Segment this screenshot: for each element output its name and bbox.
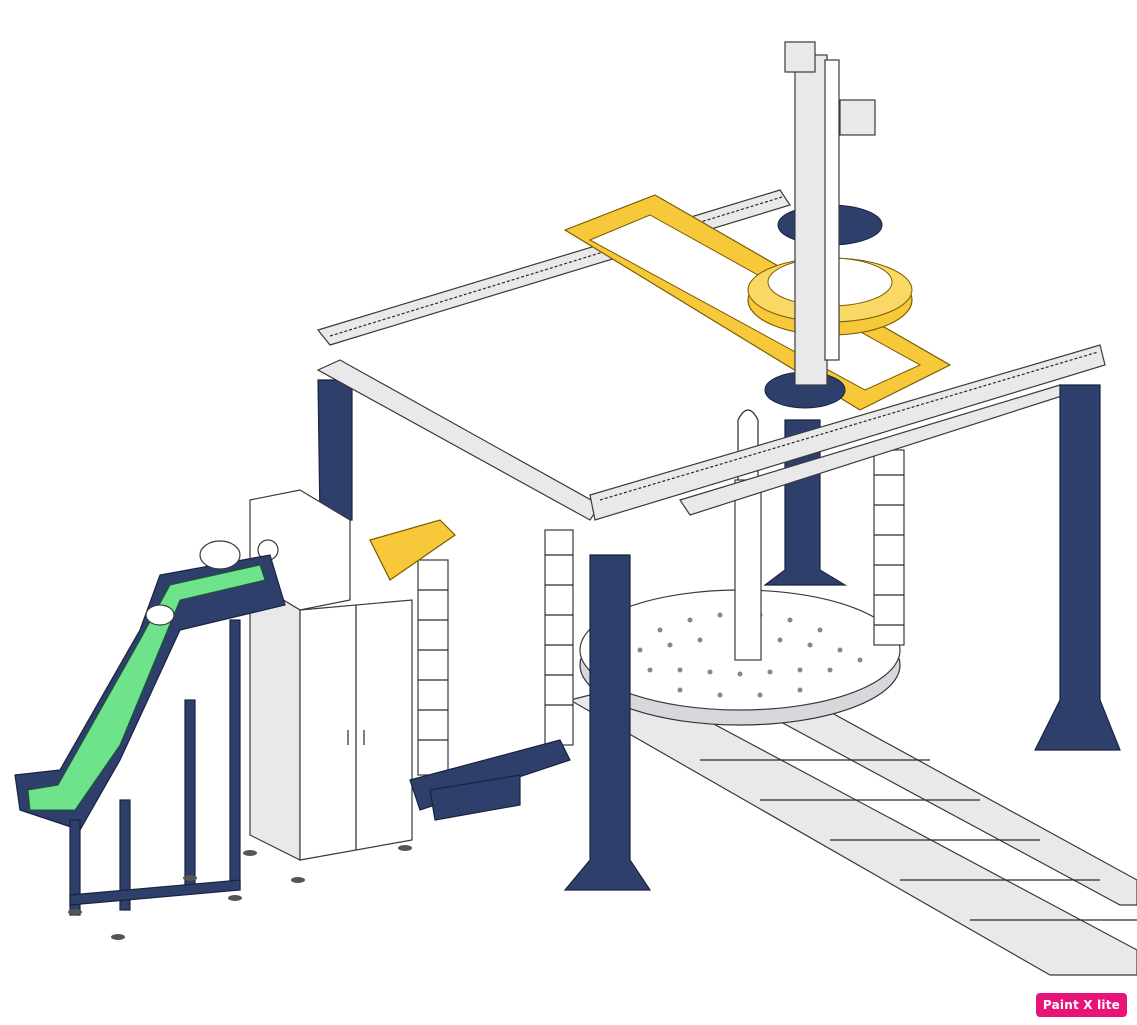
front-posts [563, 384, 1121, 891]
carriage [563, 194, 952, 411]
spiral-rollers [544, 449, 905, 746]
incline-conveyor [14, 540, 286, 916]
watermark-badge: Paint X lite [1035, 993, 1127, 1017]
feet [68, 845, 412, 940]
gantry-frame [316, 344, 1106, 521]
mast [784, 41, 876, 386]
control-cabinet [249, 489, 413, 861]
turntable [579, 409, 901, 726]
film-unit [369, 519, 571, 821]
